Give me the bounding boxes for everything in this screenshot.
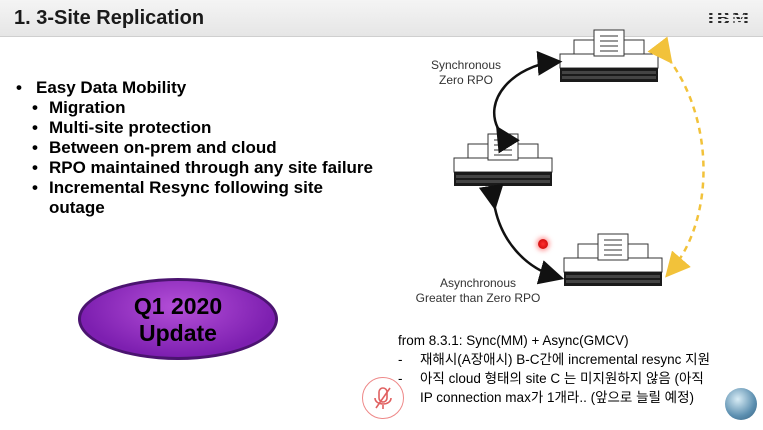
resync-dashed-arrow — [647, 36, 705, 278]
mute-mic-button[interactable] — [362, 377, 404, 419]
notes-heading: from 8.3.1: Sync(MM) + Async(GMCV) — [398, 333, 629, 348]
bullet-migration: Migration — [16, 98, 379, 118]
assistant-orb-icon[interactable] — [725, 388, 757, 420]
site-a-server — [559, 29, 659, 83]
badge-line2: Update — [139, 320, 217, 346]
bullet-resync: Incremental Resync following site outage — [16, 178, 379, 218]
bullet-multisite: Multi-site protection — [16, 118, 379, 138]
async-arrow — [478, 183, 565, 285]
site-c-server — [563, 233, 663, 287]
sync-arrow — [493, 50, 563, 154]
slide-header: 1. 3-Site Replication IBM — [0, 0, 763, 37]
bullet-list: Easy Data Mobility Migration Multi-site … — [16, 78, 379, 218]
bullet-onprem-cloud: Between on-prem and cloud — [16, 138, 379, 158]
notes-block: from 8.3.1: Sync(MM) + Async(GMCV) -재해시(… — [398, 331, 710, 407]
site-b-server — [453, 133, 553, 187]
bullet-rpo: RPO maintained through any site failure — [16, 158, 379, 178]
note-item-1: -재해시(A장애시) B-C간에 incremental resync 지원 — [398, 352, 710, 367]
mic-off-icon — [374, 387, 392, 409]
bullet-main: Easy Data Mobility — [16, 78, 379, 98]
update-badge: Q1 2020 Update — [78, 278, 278, 360]
ibm-logo: IBM — [706, 9, 751, 29]
slide-title: 1. 3-Site Replication — [14, 7, 205, 29]
badge-line1: Q1 2020 — [133, 293, 223, 319]
async-label: Asynchronous Greater than Zero RPO — [415, 276, 541, 305]
pointer-dot — [538, 239, 548, 249]
sync-label: Synchronous Zero RPO — [430, 58, 502, 87]
note-item-3: IP connection max가 1개라.. (앞으로 늘릴 예정) — [420, 390, 695, 405]
note-item-2: -아직 cloud 형태의 site C 는 미지원하지 않음 (아직 — [398, 371, 704, 386]
